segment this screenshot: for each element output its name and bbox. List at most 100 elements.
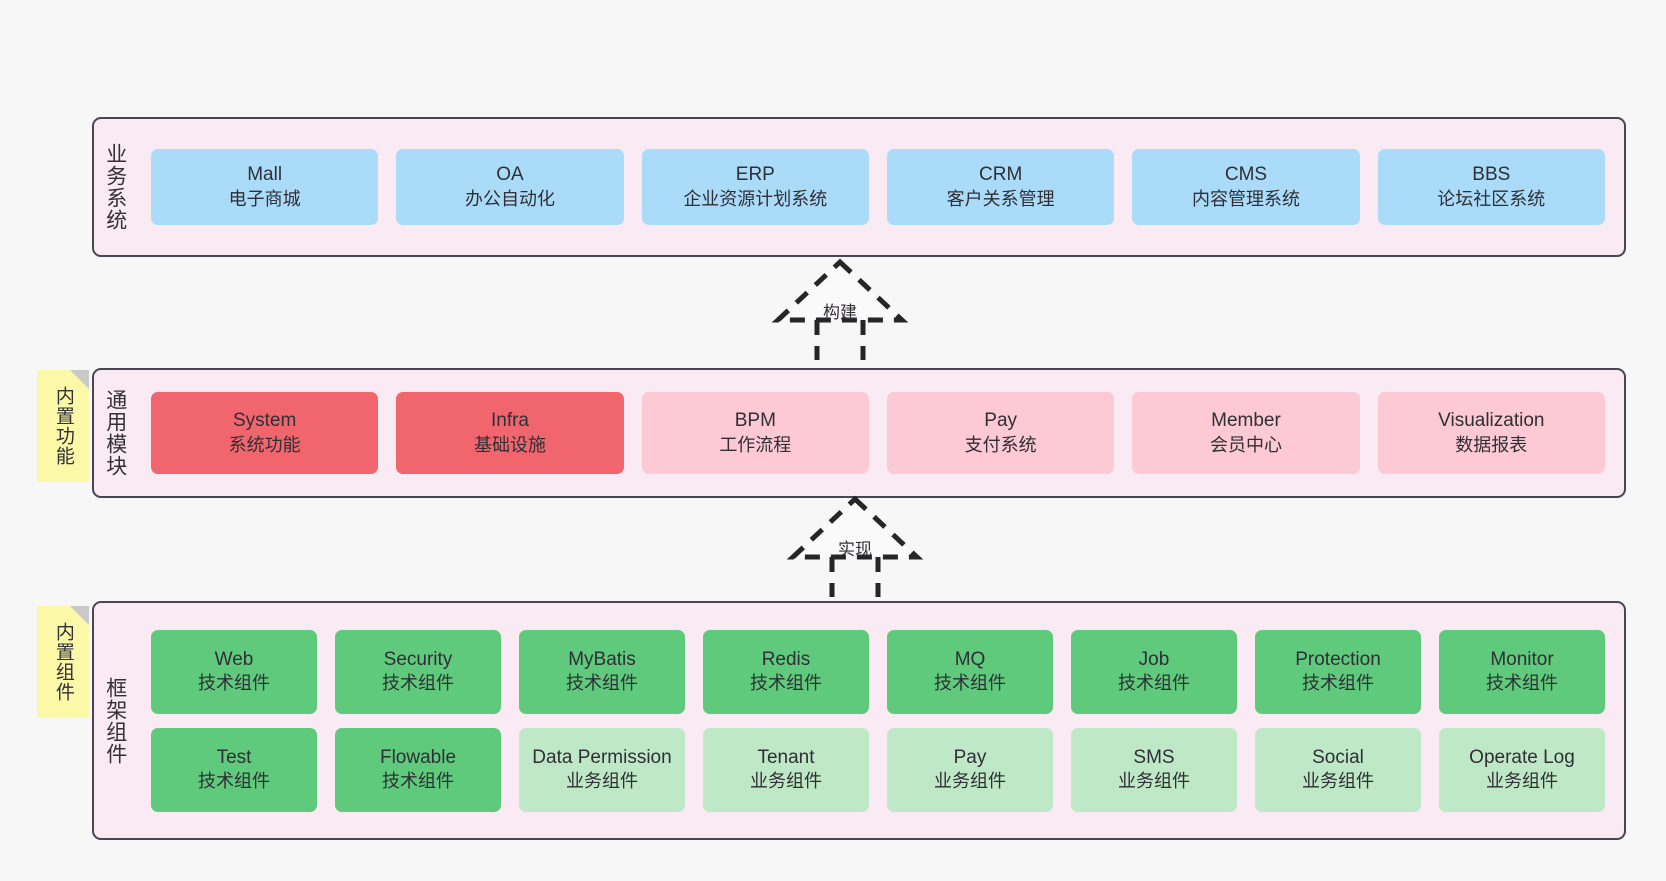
card-desc: 支付系统 xyxy=(964,434,1037,455)
card-desc: 内容管理系统 xyxy=(1191,188,1300,209)
card-desc: 技术组件 xyxy=(566,673,638,694)
card-desc: 技术组件 xyxy=(198,771,270,792)
card-flowable[interactable]: Flowable 技术组件 xyxy=(335,727,501,812)
card-protection[interactable]: Protection 技术组件 xyxy=(1255,629,1421,714)
card-name: Infra xyxy=(490,410,529,432)
card-desc: 企业资源计划系统 xyxy=(683,188,828,209)
note-fold-corner-icon xyxy=(70,370,89,389)
card-desc: 技术组件 xyxy=(750,673,822,694)
card-name: CRM xyxy=(979,164,1023,186)
card-name: Operate Log xyxy=(1469,746,1575,768)
card-desc: 技术组件 xyxy=(198,673,270,694)
card-name: System xyxy=(232,410,297,432)
card-tenant[interactable]: Tenant 业务组件 xyxy=(703,727,869,812)
builtin-component-note: 内置组件 xyxy=(37,606,89,718)
card-name: Social xyxy=(1312,746,1364,768)
card-desc: 客户关系管理 xyxy=(946,188,1055,209)
build-arrow: 构建 xyxy=(755,252,925,362)
card-name: CMS xyxy=(1224,164,1268,186)
business-system-title: 业务系统 xyxy=(103,143,127,231)
card-name: BBS xyxy=(1472,164,1511,186)
card-desc: 技术组件 xyxy=(1118,673,1190,694)
card-name: SMS xyxy=(1133,746,1175,768)
builtin-function-note: 内置功能 xyxy=(37,370,89,482)
card-desc: 论坛社区系统 xyxy=(1437,188,1546,209)
card-desc: 系统功能 xyxy=(228,434,301,455)
card-desc: 办公自动化 xyxy=(464,188,555,209)
card-name: Security xyxy=(383,648,453,670)
card-name: Mall xyxy=(247,164,283,186)
card-desc: 技术组件 xyxy=(934,673,1006,694)
card-name: MQ xyxy=(954,648,986,670)
card-name: Job xyxy=(1138,648,1170,670)
card-name: Pay xyxy=(984,410,1018,432)
card-desc: 业务组件 xyxy=(934,771,1006,792)
card-desc: 工作流程 xyxy=(719,434,792,455)
card-desc: 会员中心 xyxy=(1209,434,1282,455)
card-desc: 业务组件 xyxy=(1302,771,1374,792)
card-name: Flowable xyxy=(379,746,457,768)
card-name: Data Permission xyxy=(532,746,672,768)
builtin-component-note-label: 内置组件 xyxy=(52,622,74,702)
card-operate-log[interactable]: Operate Log 业务组件 xyxy=(1439,727,1605,812)
card-pay[interactable]: Pay 业务组件 xyxy=(887,727,1053,812)
card-name: ERP xyxy=(735,164,775,186)
card-security[interactable]: Security 技术组件 xyxy=(335,629,501,714)
card-desc: 业务组件 xyxy=(1486,771,1558,792)
card-name: MyBatis xyxy=(568,648,636,670)
card-name: Web xyxy=(214,648,254,670)
card-desc: 业务组件 xyxy=(566,771,638,792)
card-social[interactable]: Social 业务组件 xyxy=(1255,727,1421,812)
card-desc: 基础设施 xyxy=(473,434,546,455)
card-redis[interactable]: Redis 技术组件 xyxy=(703,629,869,714)
card-name: Member xyxy=(1211,410,1281,432)
card-name: OA xyxy=(496,164,524,186)
card-name: BPM xyxy=(734,410,776,432)
card-web[interactable]: Web 技术组件 xyxy=(151,629,317,714)
card-name: Pay xyxy=(953,746,987,768)
card-desc: 业务组件 xyxy=(750,771,822,792)
card-mybatis[interactable]: MyBatis 技术组件 xyxy=(519,629,685,714)
note-fold-corner-icon xyxy=(70,606,89,625)
builtin-function-note-label: 内置功能 xyxy=(52,386,74,466)
card-name: Redis xyxy=(761,648,811,670)
card-desc: 技术组件 xyxy=(382,673,454,694)
card-desc: 技术组件 xyxy=(382,771,454,792)
card-name: Tenant xyxy=(757,746,815,768)
card-data-permission[interactable]: Data Permission 业务组件 xyxy=(519,727,685,812)
implement-arrow: 实现 xyxy=(770,489,940,599)
card-name: Protection xyxy=(1295,648,1381,670)
card-desc: 电子商城 xyxy=(228,188,301,209)
framework-component-title: 框架组件 xyxy=(103,676,127,765)
card-desc: 技术组件 xyxy=(1302,673,1374,694)
card-job[interactable]: Job 技术组件 xyxy=(1071,629,1237,714)
card-name: Visualization xyxy=(1438,410,1545,432)
card-desc: 技术组件 xyxy=(1486,673,1558,694)
common-module-title: 通用模块 xyxy=(103,389,127,477)
card-desc: 数据报表 xyxy=(1455,434,1528,455)
card-mq[interactable]: MQ 技术组件 xyxy=(887,629,1053,714)
